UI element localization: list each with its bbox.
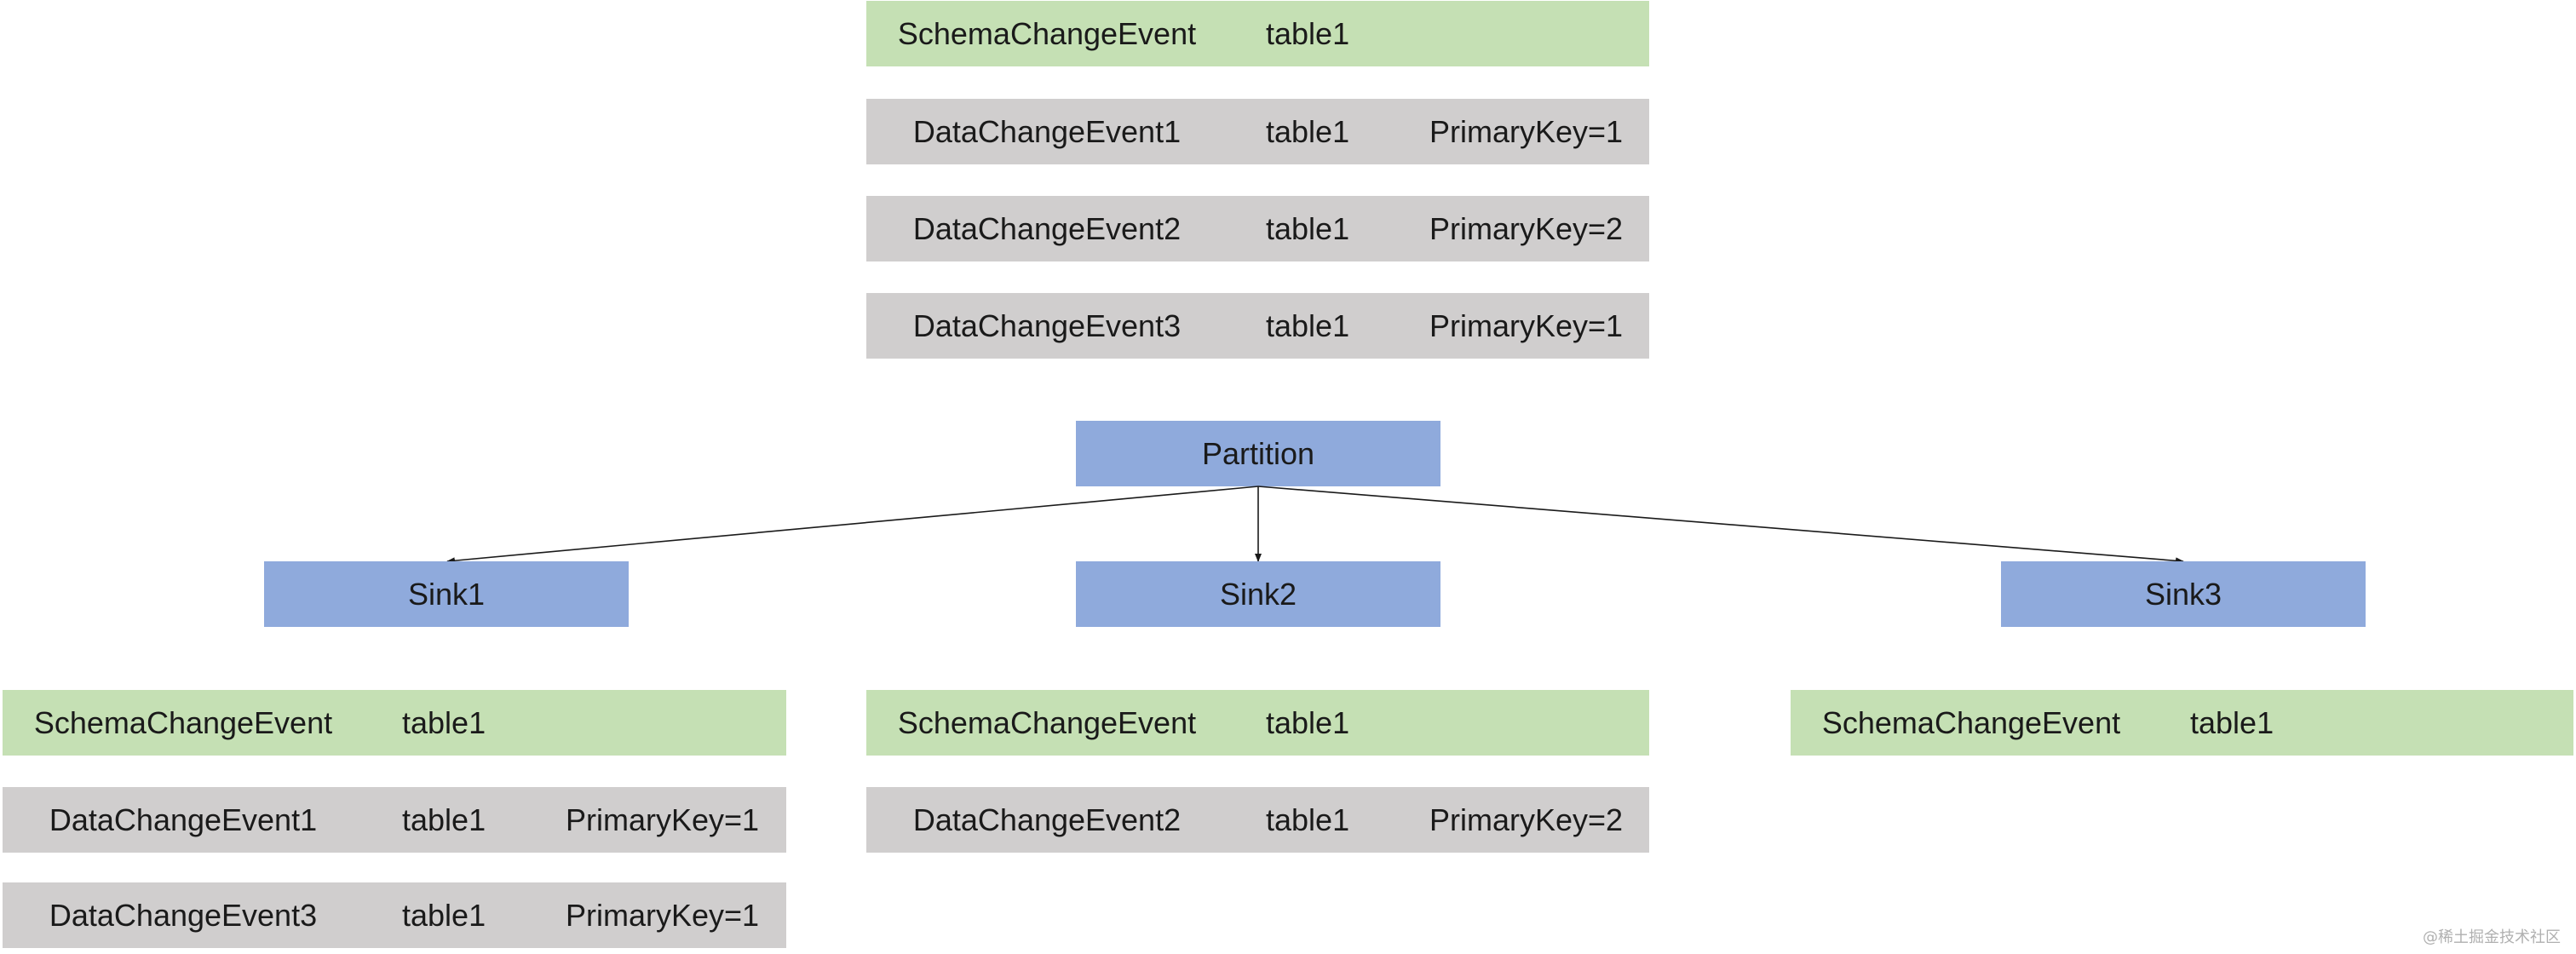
event-key: PrimaryKey=1 [565,898,760,933]
event-table: table1 [2190,705,2274,740]
event-table: table1 [1266,802,1350,837]
sink1-event-row-schema: SchemaChangeEvent table1 [3,690,786,756]
event-name: SchemaChangeEvent [897,705,1197,740]
event-table: table1 [1266,16,1350,51]
sink1-node: Sink1 [264,561,629,627]
source-event-row-data-1: DataChangeEvent1 table1 PrimaryKey=1 [866,99,1649,164]
sink3-event-row-schema: SchemaChangeEvent table1 [1791,690,2573,756]
partition-node: Partition [1076,421,1440,486]
sink3-node: Sink3 [2001,561,2366,627]
edge-partition-sink3 [1257,486,2184,565]
event-key [539,690,785,756]
event-table: table1 [402,705,486,740]
event-key: PrimaryKey=1 [1429,308,1624,343]
source-event-row-schema: SchemaChangeEvent table1 [866,1,1649,66]
event-table: table1 [1266,211,1350,246]
sink2-node: Sink2 [1076,561,1440,627]
event-key: PrimaryKey=2 [1429,802,1624,837]
event-table: table1 [402,802,486,837]
event-key: PrimaryKey=2 [1429,211,1624,246]
event-name: SchemaChangeEvent [897,16,1197,51]
event-key [2327,690,2573,756]
event-name: DataChangeEvent1 [912,114,1182,149]
event-name: DataChangeEvent2 [912,802,1182,837]
event-key: PrimaryKey=1 [565,802,760,837]
event-table: table1 [1266,705,1350,740]
event-table: table1 [402,898,486,933]
event-table: table1 [1266,114,1350,149]
event-key [1403,690,1649,756]
event-name: SchemaChangeEvent [1821,705,2121,740]
event-key: PrimaryKey=1 [1429,114,1624,149]
event-name: DataChangeEvent3 [49,898,318,933]
sink1-event-row-data-1: DataChangeEvent1 table1 PrimaryKey=1 [3,787,786,853]
sink1-event-row-data-3: DataChangeEvent3 table1 PrimaryKey=1 [3,882,786,948]
source-event-row-data-2: DataChangeEvent2 table1 PrimaryKey=2 [866,196,1649,261]
sink2-event-row-schema: SchemaChangeEvent table1 [866,690,1649,756]
sink2-event-row-data-2: DataChangeEvent2 table1 PrimaryKey=2 [866,787,1649,853]
event-name: DataChangeEvent3 [912,308,1182,343]
edge-partition-sink1 [446,486,1259,565]
event-name: SchemaChangeEvent [33,705,333,740]
event-table: table1 [1266,308,1350,343]
source-event-row-data-3: DataChangeEvent3 table1 PrimaryKey=1 [866,293,1649,359]
watermark: @稀土掘金技术社区 [2423,928,2561,946]
event-name: DataChangeEvent2 [912,211,1182,246]
event-name: DataChangeEvent1 [49,802,318,837]
